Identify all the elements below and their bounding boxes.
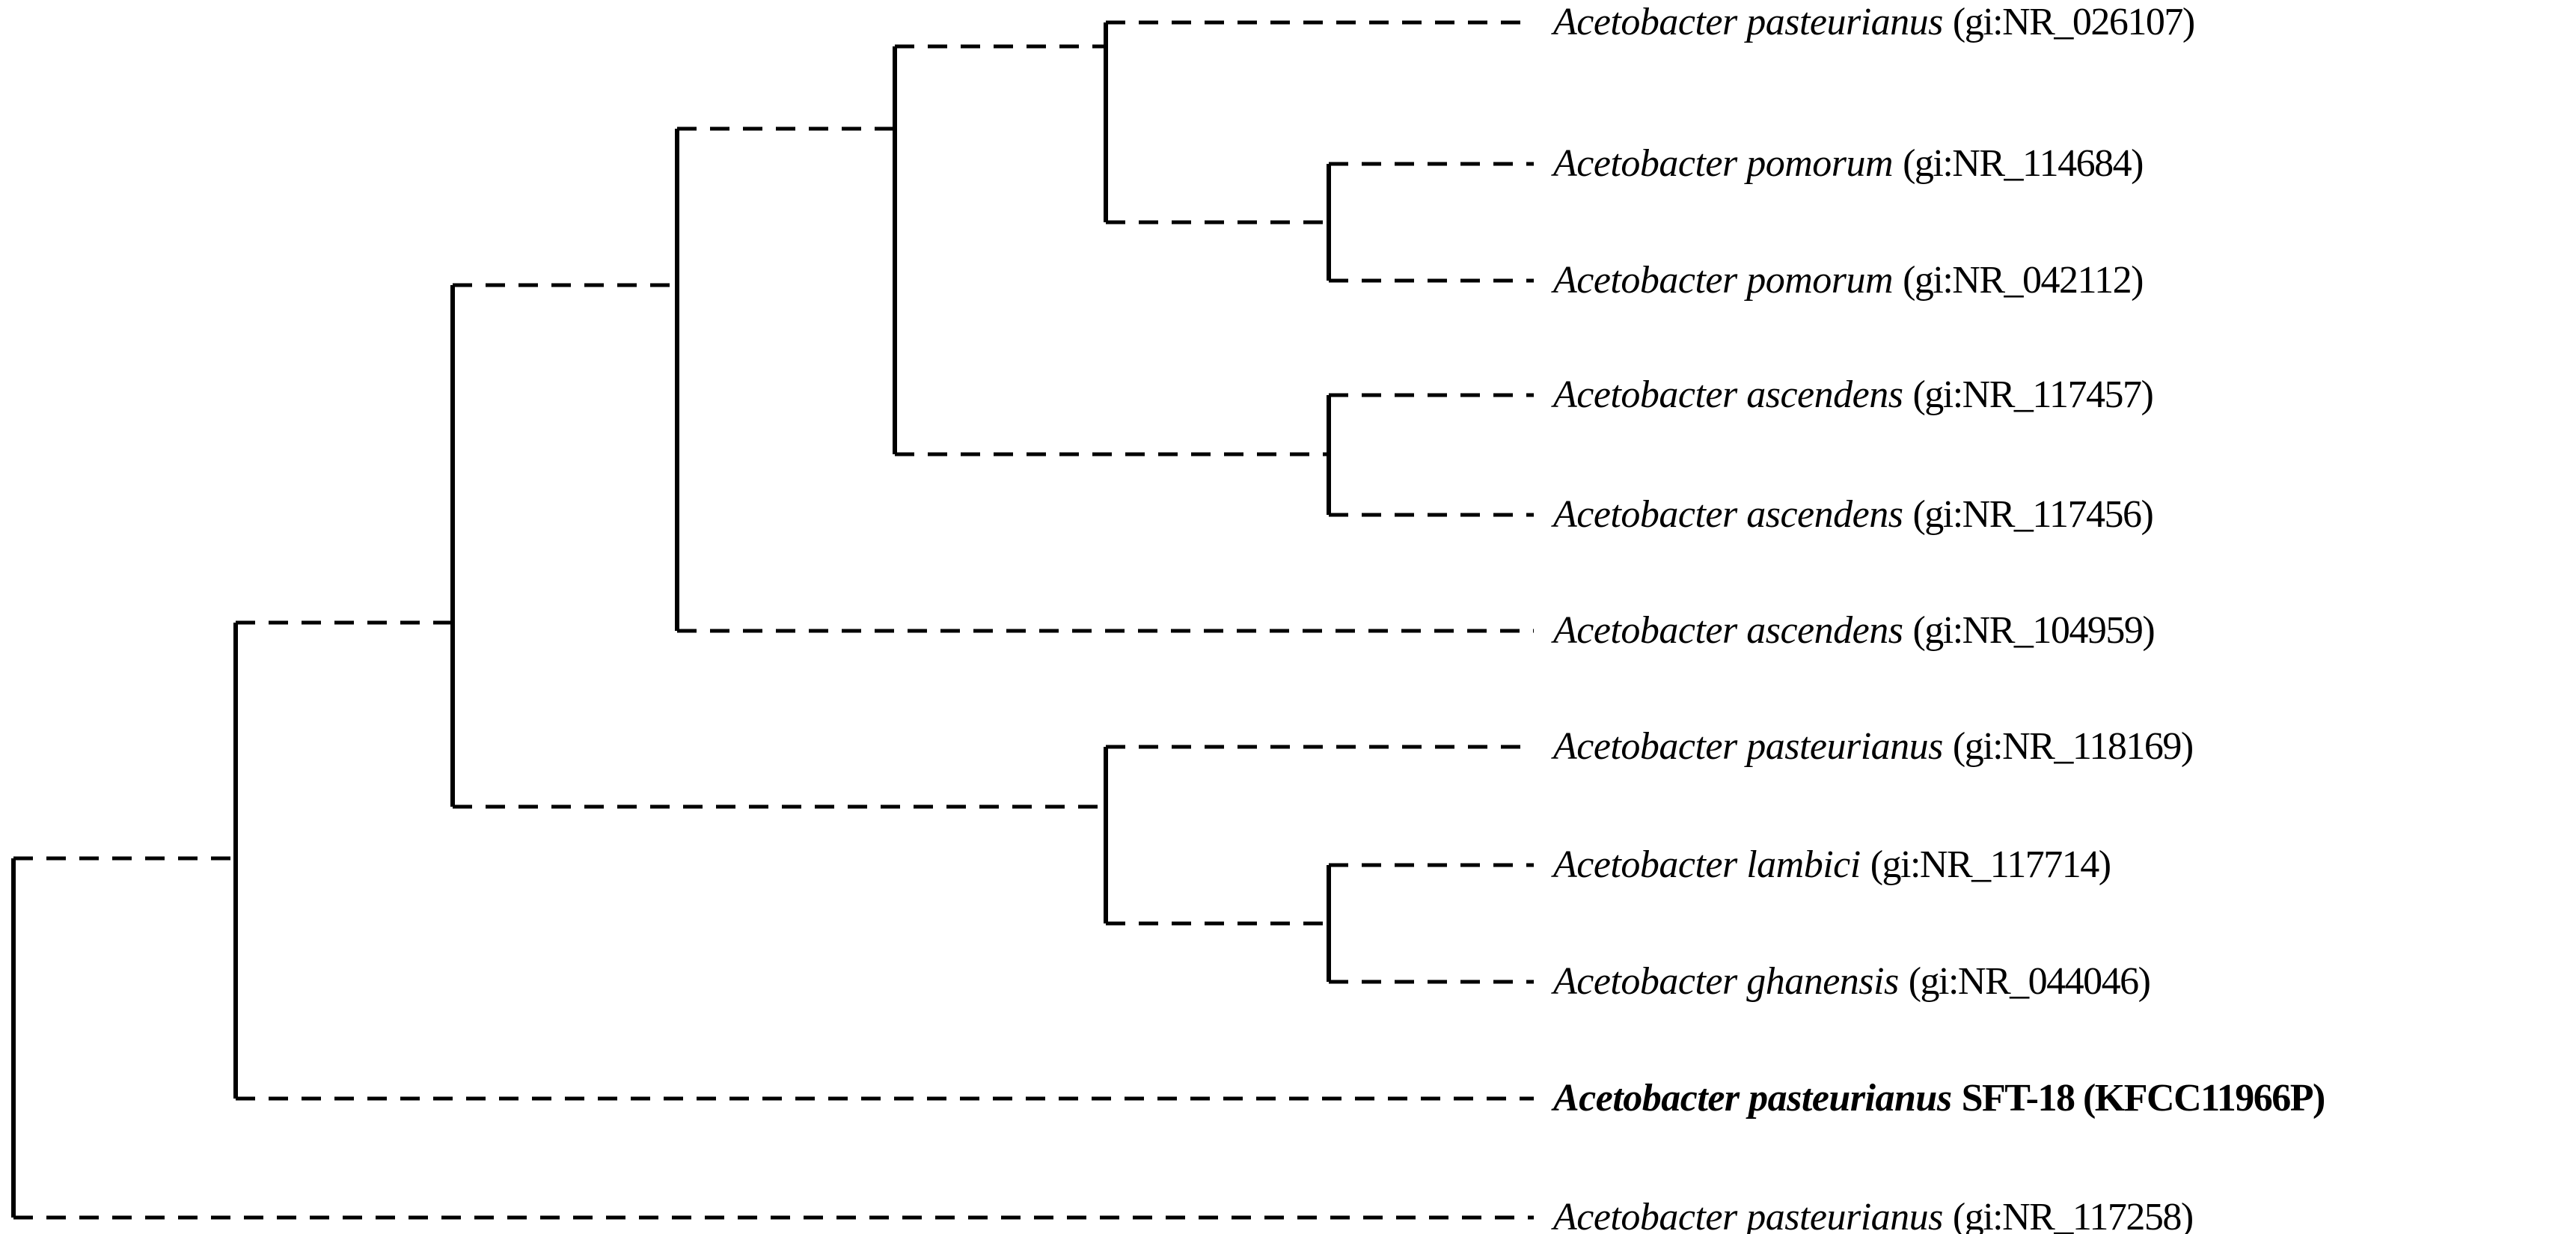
leaf-label: Acetobacter pasteurianus (gi:NR_117258)	[1553, 1196, 2194, 1234]
species-name: Acetobacter pasteurianus	[1553, 1, 1943, 43]
leaf-label: Acetobacter ghanensis (gi:NR_044046)	[1553, 960, 2151, 1003]
species-name: Acetobacter ghanensis	[1553, 960, 1899, 1003]
accession-id: SFT-18 (KFCC11966P)	[1961, 1077, 2326, 1120]
species-name: Acetobacter lambici	[1553, 843, 1861, 886]
species-name: Acetobacter pasteurianus	[1553, 1196, 1943, 1234]
species-name: Acetobacter pomorum	[1553, 259, 1894, 302]
accession-id: (gi:NR_044046)	[1908, 960, 2151, 1003]
accession-id: (gi:NR_117456)	[1912, 493, 2153, 536]
species-name: Acetobacter ascendens	[1553, 609, 1903, 652]
species-name: Acetobacter ascendens	[1553, 373, 1903, 416]
accession-id: (gi:NR_042112)	[1903, 259, 2144, 302]
leaf-label: Acetobacter ascendens (gi:NR_117457)	[1553, 373, 2154, 416]
accession-id: (gi:NR_118169)	[1952, 725, 2194, 768]
accession-id: (gi:NR_104959)	[1912, 609, 2155, 652]
leaf-label: Acetobacter pomorum (gi:NR_042112)	[1553, 259, 2144, 302]
accession-id: (gi:NR_117258)	[1952, 1196, 2194, 1234]
leaf-label: Acetobacter pomorum (gi:NR_114684)	[1553, 142, 2144, 185]
leaf-label: Acetobacter ascendens (gi:NR_117456)	[1553, 493, 2154, 536]
species-name: Acetobacter ascendens	[1553, 493, 1903, 536]
vertical-branch-group	[11, 22, 1331, 1218]
horizontal-branch-group	[13, 20, 1534, 1220]
leaf-label: Acetobacter pasteurianus (gi:NR_026107)	[1553, 1, 2195, 43]
species-name: Acetobacter pasteurianus	[1553, 1077, 1952, 1120]
accession-id: (gi:NR_026107)	[1952, 1, 2195, 43]
leaf-label: Acetobacter pasteurianus SFT-18 (KFCC119…	[1553, 1079, 2325, 1118]
accession-id: (gi:NR_117457)	[1912, 373, 2153, 416]
species-name: Acetobacter pomorum	[1553, 142, 1894, 185]
leaf-label: Acetobacter lambici (gi:NR_117714)	[1553, 846, 2111, 885]
species-name: Acetobacter pasteurianus	[1553, 725, 1943, 768]
accession-id: (gi:NR_117714)	[1870, 843, 2111, 886]
leaf-label: Acetobacter pasteurianus (gi:NR_118169)	[1553, 725, 2194, 768]
leaf-label: Acetobacter ascendens (gi:NR_104959)	[1553, 609, 2156, 652]
accession-id: (gi:NR_114684)	[1903, 142, 2144, 185]
